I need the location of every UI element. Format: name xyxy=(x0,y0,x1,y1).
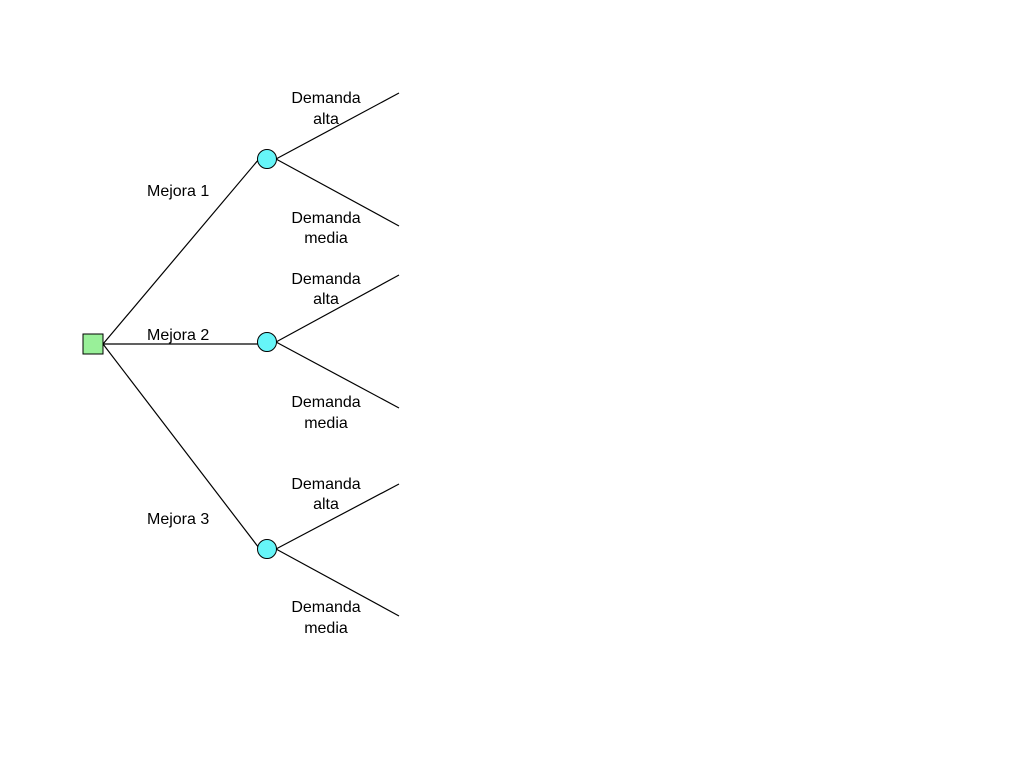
label-outcome-1-media-line2: media xyxy=(304,230,348,247)
label-outcome-2-alta-line2: alta xyxy=(313,291,339,308)
chance-node-2 xyxy=(257,332,277,352)
branch-outcome-1-alta xyxy=(275,92,400,160)
branch-outcome-3-alta xyxy=(275,483,400,550)
branch-outcome-1-media xyxy=(275,158,400,227)
label-outcome-3-alta-line1: Demanda xyxy=(291,476,360,493)
chance-node-3 xyxy=(257,539,277,559)
label-outcome-1-media-line1: Demanda xyxy=(291,210,360,227)
label-mejora-2: Mejora 2 xyxy=(147,327,209,344)
label-outcome-2-media-line1: Demanda xyxy=(291,394,360,411)
branch-outcome-2-alta xyxy=(275,274,400,343)
branch-outcome-3-media xyxy=(275,548,400,617)
label-mejora-1: Mejora 1 xyxy=(147,183,209,200)
label-outcome-3-alta-line2: alta xyxy=(313,496,339,513)
label-mejora-3: Mejora 3 xyxy=(147,511,209,528)
label-outcome-1-alta-line2: alta xyxy=(313,111,339,128)
branch-mejora-3 xyxy=(102,343,260,549)
label-outcome-3-media-line1: Demanda xyxy=(291,599,360,616)
label-outcome-2-media-line2: media xyxy=(304,415,348,432)
branch-mejora-1 xyxy=(102,158,260,345)
branch-outcome-2-media xyxy=(275,341,400,409)
decision-node-square xyxy=(82,333,104,355)
label-outcome-2-alta-line1: Demanda xyxy=(291,271,360,288)
label-outcome-1-alta-line1: Demanda xyxy=(291,90,360,107)
label-outcome-3-media-line2: media xyxy=(304,620,348,637)
chance-node-1 xyxy=(257,149,277,169)
